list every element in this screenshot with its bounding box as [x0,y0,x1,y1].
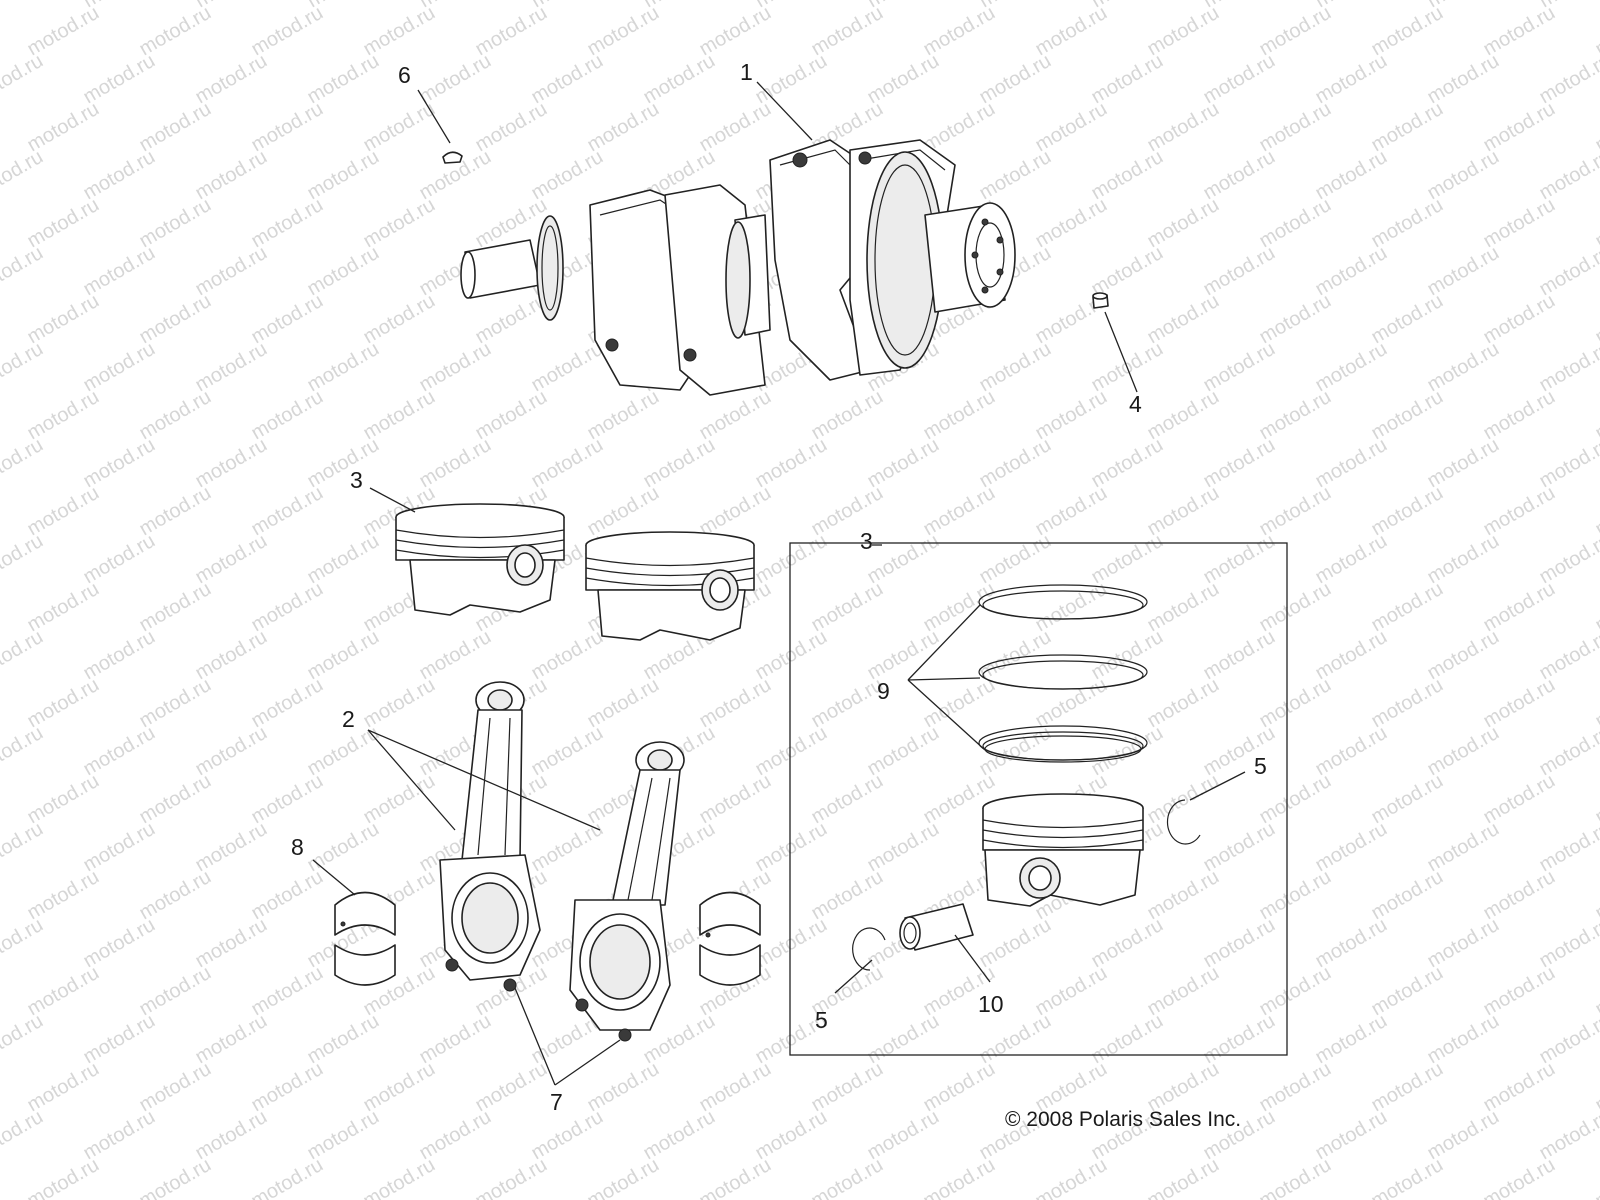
watermark-text: motod.ru [0,50,47,109]
watermark-text: motod.ru [920,1154,999,1200]
piston-middle [585,531,755,641]
watermark-text: motod.ru [0,338,47,397]
watermark-text: motod.ru [1592,290,1600,349]
circlip-right [1166,799,1201,845]
callout-3-box: 3 [860,528,873,554]
watermark-text: motod.ru [0,818,47,877]
watermark-text: motod.ru [1592,1058,1600,1117]
callout-9: 9 [877,678,890,704]
watermark-text: motod.ru [1592,482,1600,541]
piston-ring-oil [978,725,1148,763]
woodruff-key [442,151,463,164]
watermark-text: motod.ru [0,0,47,12]
watermark-text: motod.ru [1256,1154,1335,1200]
watermark-text: motod.ru [1592,1154,1600,1200]
watermark-text: motod.ru [0,434,47,493]
callout-7: 7 [550,1089,563,1115]
callout-1: 1 [740,59,753,85]
watermark-text: motod.ru [0,1010,47,1069]
watermark-text: motod.ru [1480,1154,1559,1200]
circlip-left [852,927,886,971]
watermark-text: motod.ru [0,146,47,205]
bearing-shell-left [334,891,396,986]
piston-kit-box [789,542,1288,1056]
callout-5-right: 5 [1254,753,1267,779]
callout-5-left: 5 [815,1007,828,1033]
watermark-text: motod.ru [0,530,47,589]
watermark-text: motod.ru [1592,386,1600,445]
watermark-text: motod.ru [1592,866,1600,925]
watermark-text: motod.ru [1592,674,1600,733]
watermark-text: motod.ru [1592,2,1600,61]
watermark-text: motod.ru [1592,770,1600,829]
watermark-text: motod.ru [360,1154,439,1200]
leader-lines [312,81,1246,1086]
watermark-text: motod.ru [696,1154,775,1200]
watermark-text: motod.ru [0,722,47,781]
piston-left [395,503,565,616]
watermark-text: motod.ru [1032,1154,1111,1200]
watermark-text: motod.ru [1592,194,1600,253]
watermark-text: motod.ru [808,1154,887,1200]
callout-4: 4 [1129,391,1142,417]
piston-pin [899,903,974,951]
connecting-rod-right [569,741,685,1042]
watermark-text: motod.ru [0,242,47,301]
crankshaft [460,139,1016,396]
watermark-text: motod.ru [584,1154,663,1200]
piston-exploded [982,793,1144,907]
watermark-text: motod.ru [1592,962,1600,1021]
watermark-text: motod.ru [136,1154,215,1200]
callout-3-left: 3 [350,467,363,493]
watermark-text: motod.ru [1592,578,1600,637]
copyright-notice: © 2008 Polaris Sales Inc. [1005,1108,1241,1131]
bearing-shell-right [699,891,761,986]
callout-2: 2 [342,706,355,732]
piston-ring-middle [978,654,1148,690]
watermark-text: motod.ru [0,626,47,685]
watermark-text: motod.ru [1144,1154,1223,1200]
callout-8: 8 [291,834,304,860]
callout-6: 6 [398,62,411,88]
watermark-text: motod.ru [24,1154,103,1200]
watermark-text: motod.ru [0,1106,47,1165]
watermark-text: motod.ru [472,1154,551,1200]
watermark-text: motod.ru [0,914,47,973]
dowel-pin [1092,292,1109,309]
watermark-text: motod.ru [1368,1154,1447,1200]
watermark-text: motod.ru [248,1154,327,1200]
piston-ring-top [978,584,1148,620]
watermark-text: motod.ru [1592,98,1600,157]
connecting-rod-left [439,681,541,992]
callout-10: 10 [978,991,1004,1017]
